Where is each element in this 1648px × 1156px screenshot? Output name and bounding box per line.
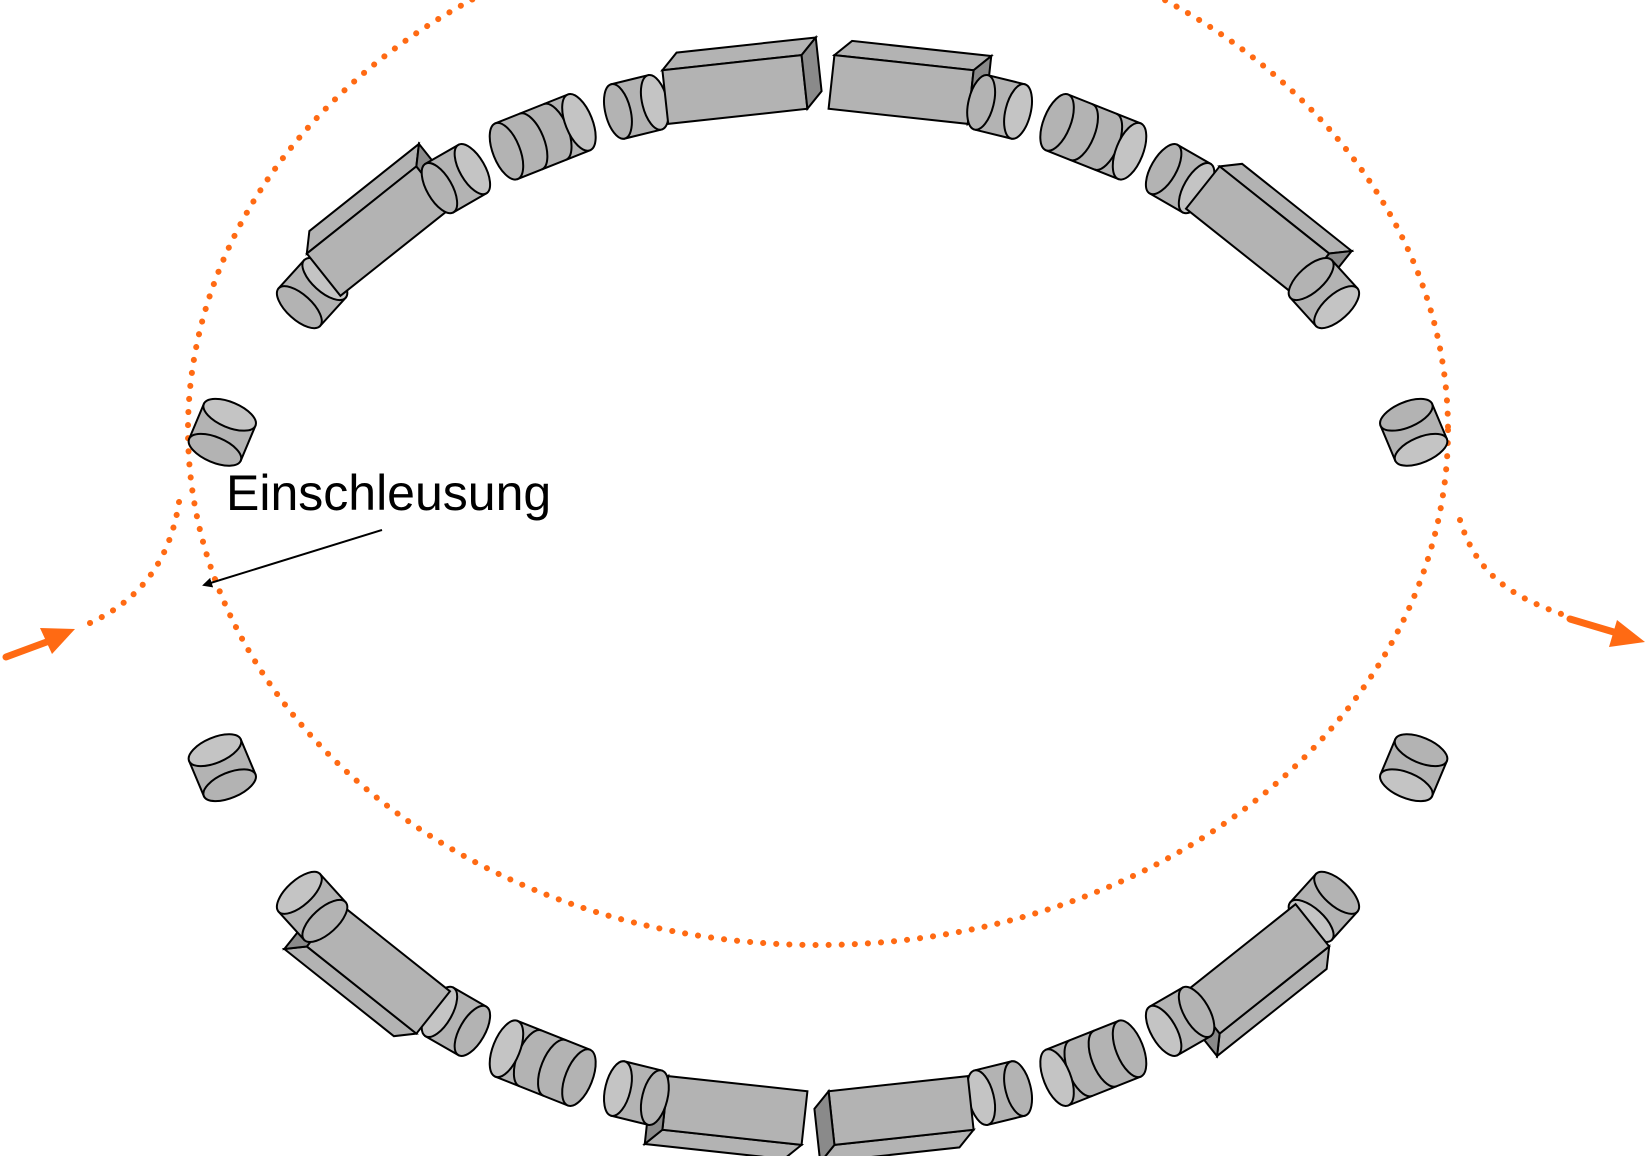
beam-extraction-branch <box>1457 517 1573 620</box>
quadrupole-magnet <box>603 1060 670 1127</box>
quadrupole-magnet <box>420 985 492 1057</box>
dipole-magnet <box>813 1074 976 1156</box>
beam-injection-branch <box>87 492 183 626</box>
quadrupole-magnet <box>1144 985 1216 1057</box>
annotation-label: Einschleusung <box>226 465 551 521</box>
extraction-arrow <box>1566 615 1645 647</box>
quadrupole-magnet <box>603 73 670 140</box>
beam-ring <box>185 0 1451 948</box>
quadrupole-magnet <box>966 1060 1033 1127</box>
quadrupole-magnet <box>1379 397 1449 467</box>
annotation-pointer-arrow <box>202 529 383 588</box>
dipole-magnet <box>660 34 823 126</box>
ring-components <box>187 34 1449 1156</box>
beam-path <box>87 0 1573 948</box>
quadrupole-triplet <box>488 93 597 181</box>
quadrupole-magnet <box>275 870 349 943</box>
beam-arrows <box>2 615 1645 661</box>
quadrupole-magnet <box>187 733 257 803</box>
quadrupole-magnet <box>966 73 1033 140</box>
quadrupole-magnet <box>275 257 349 330</box>
quadrupole-triplet <box>1039 93 1148 181</box>
injection-annotation: Einschleusung <box>202 465 551 588</box>
quadrupole-magnet <box>1287 257 1361 330</box>
injection-arrow <box>2 628 75 661</box>
quadrupole-magnet <box>1379 733 1449 803</box>
quadrupole-magnet <box>187 397 257 467</box>
quadrupole-triplet <box>1039 1019 1148 1107</box>
quadrupole-triplet <box>488 1019 597 1107</box>
quadrupole-magnet <box>420 143 492 215</box>
quadrupole-magnet <box>1144 143 1216 215</box>
